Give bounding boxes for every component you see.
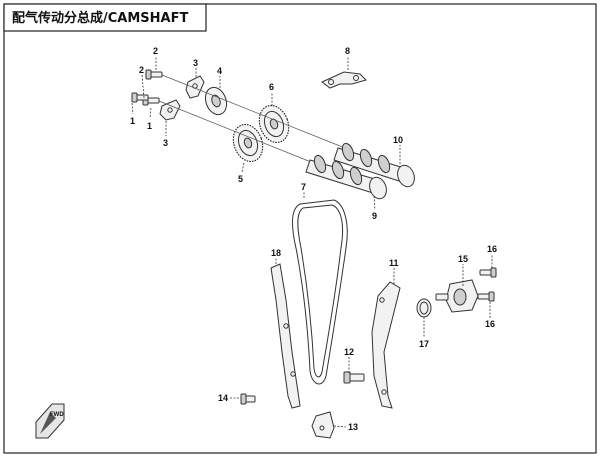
- part-1-bolt: [131, 92, 149, 103]
- callout-15: 15: [458, 254, 468, 264]
- axis-line-upper: [161, 74, 346, 149]
- direction-badge-text: FWD: [50, 412, 64, 418]
- part-12-pivot-bolt: [343, 371, 365, 384]
- part-4-timing-rotor: [204, 86, 228, 116]
- callout-13: 13: [348, 422, 358, 432]
- part-3-lock-plate-upper: [185, 75, 205, 99]
- part-9-intake-camshaft: [305, 154, 387, 200]
- callout-8: 8: [345, 46, 350, 56]
- part-10-exhaust-camshaft: [333, 142, 415, 188]
- part-18-chain-guide: [270, 263, 301, 409]
- axis-line-lower: [158, 100, 317, 165]
- part-8-bracket: [321, 71, 367, 89]
- callout-5: 5: [238, 174, 243, 184]
- callout-17: 17: [419, 339, 429, 349]
- callout-1-left: 1: [130, 116, 135, 126]
- callout-9: 9: [372, 211, 377, 221]
- diagram-frame: [3, 3, 597, 454]
- part-15-tensioner-body: [435, 279, 479, 313]
- direction-arrow-icon: FWD: [35, 403, 65, 439]
- callout-2-top: 2: [153, 46, 158, 56]
- part-16-bolt-upper: [479, 267, 497, 278]
- part-7-timing-chain: [292, 199, 348, 385]
- callout-3-bottom: 3: [163, 138, 168, 148]
- title-box: [3, 3, 207, 32]
- callout-18: 18: [271, 248, 281, 258]
- part-16-bolt-lower: [477, 291, 495, 302]
- part-13-guide-bracket: [311, 411, 335, 439]
- leader-lines: [131, 56, 493, 428]
- callout-7: 7: [301, 182, 306, 192]
- part-3-lock-plate-lower: [159, 99, 181, 121]
- part-14-guide-bolt: [240, 393, 256, 405]
- callout-2-middle: 2: [139, 65, 144, 75]
- callout-14: 14: [218, 393, 228, 403]
- callout-16-bottom: 16: [485, 319, 495, 329]
- callout-4: 4: [217, 66, 222, 76]
- callout-11: 11: [389, 258, 399, 268]
- callout-3-top: 3: [193, 58, 198, 68]
- callout-16-top: 16: [487, 244, 497, 254]
- part-11-tensioner-blade: [371, 281, 401, 409]
- part-17-o-ring: [416, 298, 432, 318]
- callout-1-right: 1: [147, 121, 152, 131]
- callout-10: 10: [393, 135, 403, 145]
- callout-6: 6: [269, 82, 274, 92]
- diagram-title: 配气传动分总成/CAMSHAFT: [12, 10, 188, 26]
- callout-12: 12: [344, 347, 354, 357]
- part-2-bolt-upper: [145, 69, 163, 80]
